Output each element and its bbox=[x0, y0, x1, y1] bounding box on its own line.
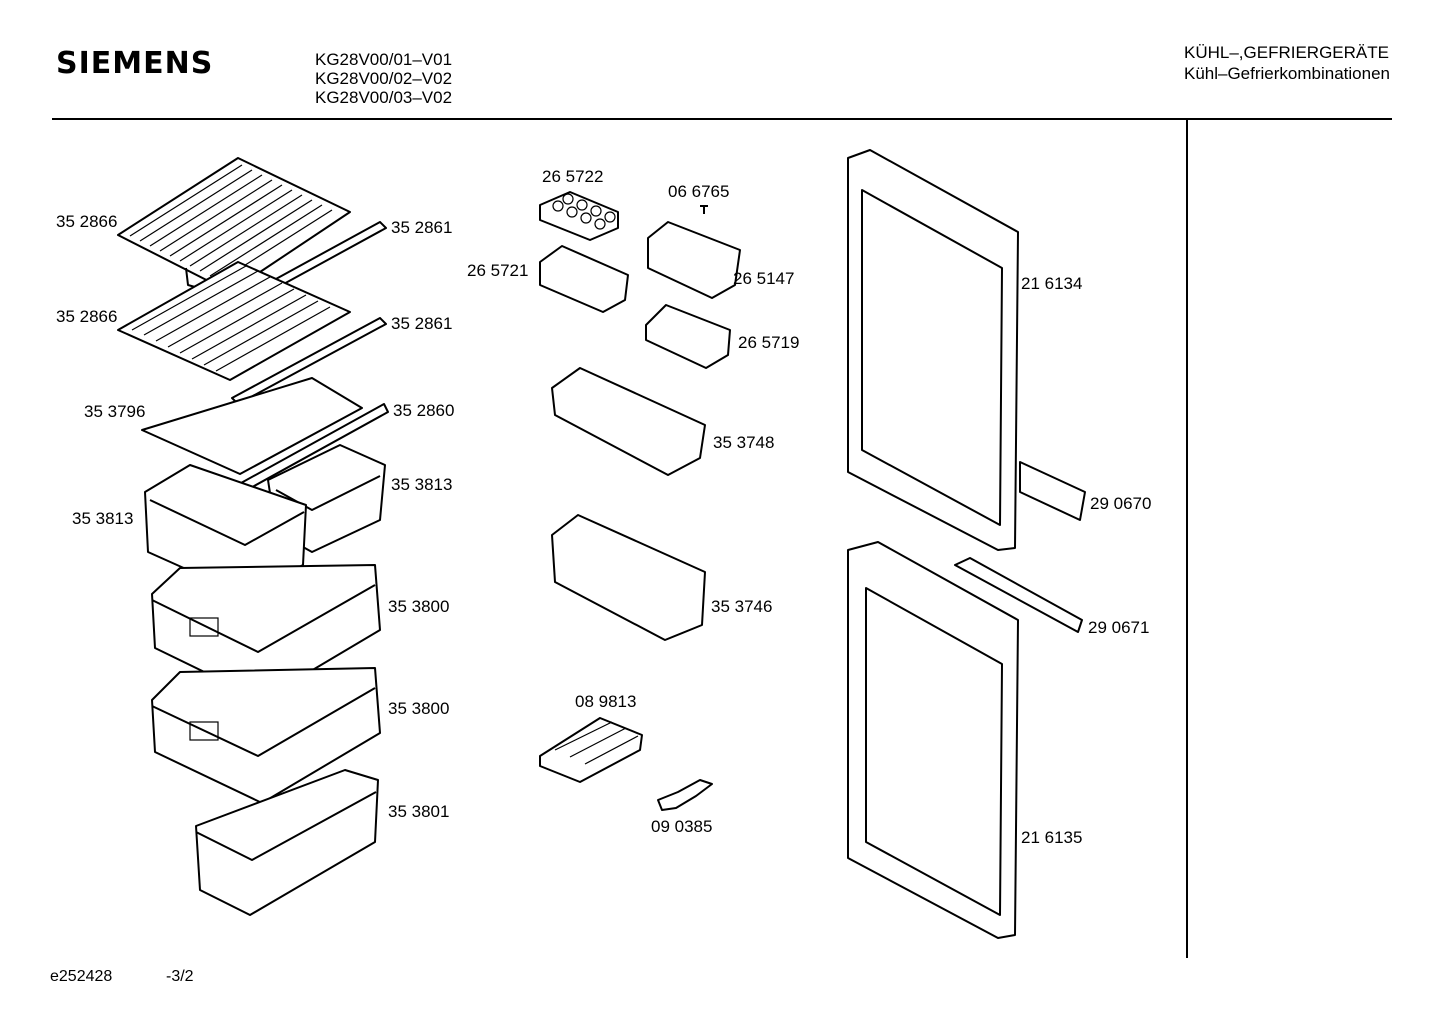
part-label: 35 3746 bbox=[711, 597, 773, 616]
part-label: 35 2861 bbox=[391, 218, 453, 237]
door-bin-upper bbox=[551, 367, 706, 476]
crisper-large bbox=[144, 464, 307, 596]
fridge-door-upper bbox=[847, 149, 1019, 551]
part-label: 35 3801 bbox=[388, 802, 450, 821]
column-divider bbox=[1186, 120, 1188, 958]
small-door-tray bbox=[645, 304, 731, 369]
part-label: 35 3748 bbox=[713, 433, 775, 452]
part-label: 29 0671 bbox=[1088, 618, 1150, 637]
part-label: 09 0385 bbox=[651, 817, 713, 836]
egg-tray bbox=[539, 191, 619, 241]
part-label: 29 0670 bbox=[1090, 494, 1152, 513]
screw bbox=[700, 205, 708, 214]
glass-plate bbox=[141, 377, 363, 475]
part-label: 35 3800 bbox=[388, 699, 450, 718]
document-id: e252428 bbox=[50, 968, 113, 985]
part-label: 35 3796 bbox=[84, 402, 146, 421]
part-label: 06 6765 bbox=[668, 182, 730, 201]
butter-dish bbox=[539, 245, 629, 313]
part-label: 35 2860 bbox=[393, 401, 455, 420]
part-label: 35 3813 bbox=[72, 509, 134, 528]
part-label: 26 5147 bbox=[733, 269, 795, 288]
category-block: KÜHL–,GEFRIERGERÄTE Kühl–Gefrierkombinat… bbox=[1184, 42, 1390, 84]
category-title: KÜHL–,GEFRIERGERÄTE bbox=[1183, 43, 1389, 62]
header-divider bbox=[52, 118, 1392, 120]
model-list: KG28V00/01–V01 KG28V00/02–V02 KG28V00/03… bbox=[315, 50, 452, 107]
part-label: 26 5722 bbox=[542, 167, 604, 186]
door-strip-lower bbox=[954, 557, 1083, 633]
part-label: 21 6135 bbox=[1021, 828, 1083, 847]
door-bin-lower bbox=[551, 514, 706, 641]
wire-shelf-middle bbox=[117, 261, 351, 381]
freezer-drawer-3 bbox=[195, 769, 379, 916]
part-label: 35 2866 bbox=[56, 307, 118, 326]
part-label: 35 3800 bbox=[388, 597, 450, 616]
ice-scraper bbox=[657, 779, 713, 811]
model-number: KG28V00/01–V01 bbox=[315, 50, 453, 69]
model-number: KG28V00/03–V02 bbox=[315, 88, 453, 107]
wire-shelf-top bbox=[117, 157, 351, 298]
part-label: 26 5721 bbox=[467, 261, 529, 280]
freezer-drawer-2 bbox=[151, 667, 381, 804]
brand-logo: SIEMENS bbox=[56, 46, 214, 81]
freezer-door bbox=[847, 541, 1019, 939]
butter-lid bbox=[647, 221, 741, 299]
part-label: 35 2861 bbox=[391, 314, 453, 333]
part-label: 35 3813 bbox=[391, 475, 453, 494]
freezer-drawer-1 bbox=[151, 564, 381, 701]
part-label: 35 2866 bbox=[56, 212, 118, 231]
part-label: 08 9813 bbox=[575, 692, 637, 711]
door-strip-upper bbox=[1019, 461, 1086, 521]
page-number: -3/2 bbox=[166, 968, 194, 985]
part-label: 21 6134 bbox=[1021, 274, 1083, 293]
model-number: KG28V00/02–V02 bbox=[315, 69, 453, 88]
ice-cube-tray bbox=[539, 717, 643, 783]
part-label: 26 5719 bbox=[738, 333, 800, 352]
category-subtitle: Kühl–Gefrierkombinationen bbox=[1183, 64, 1390, 83]
